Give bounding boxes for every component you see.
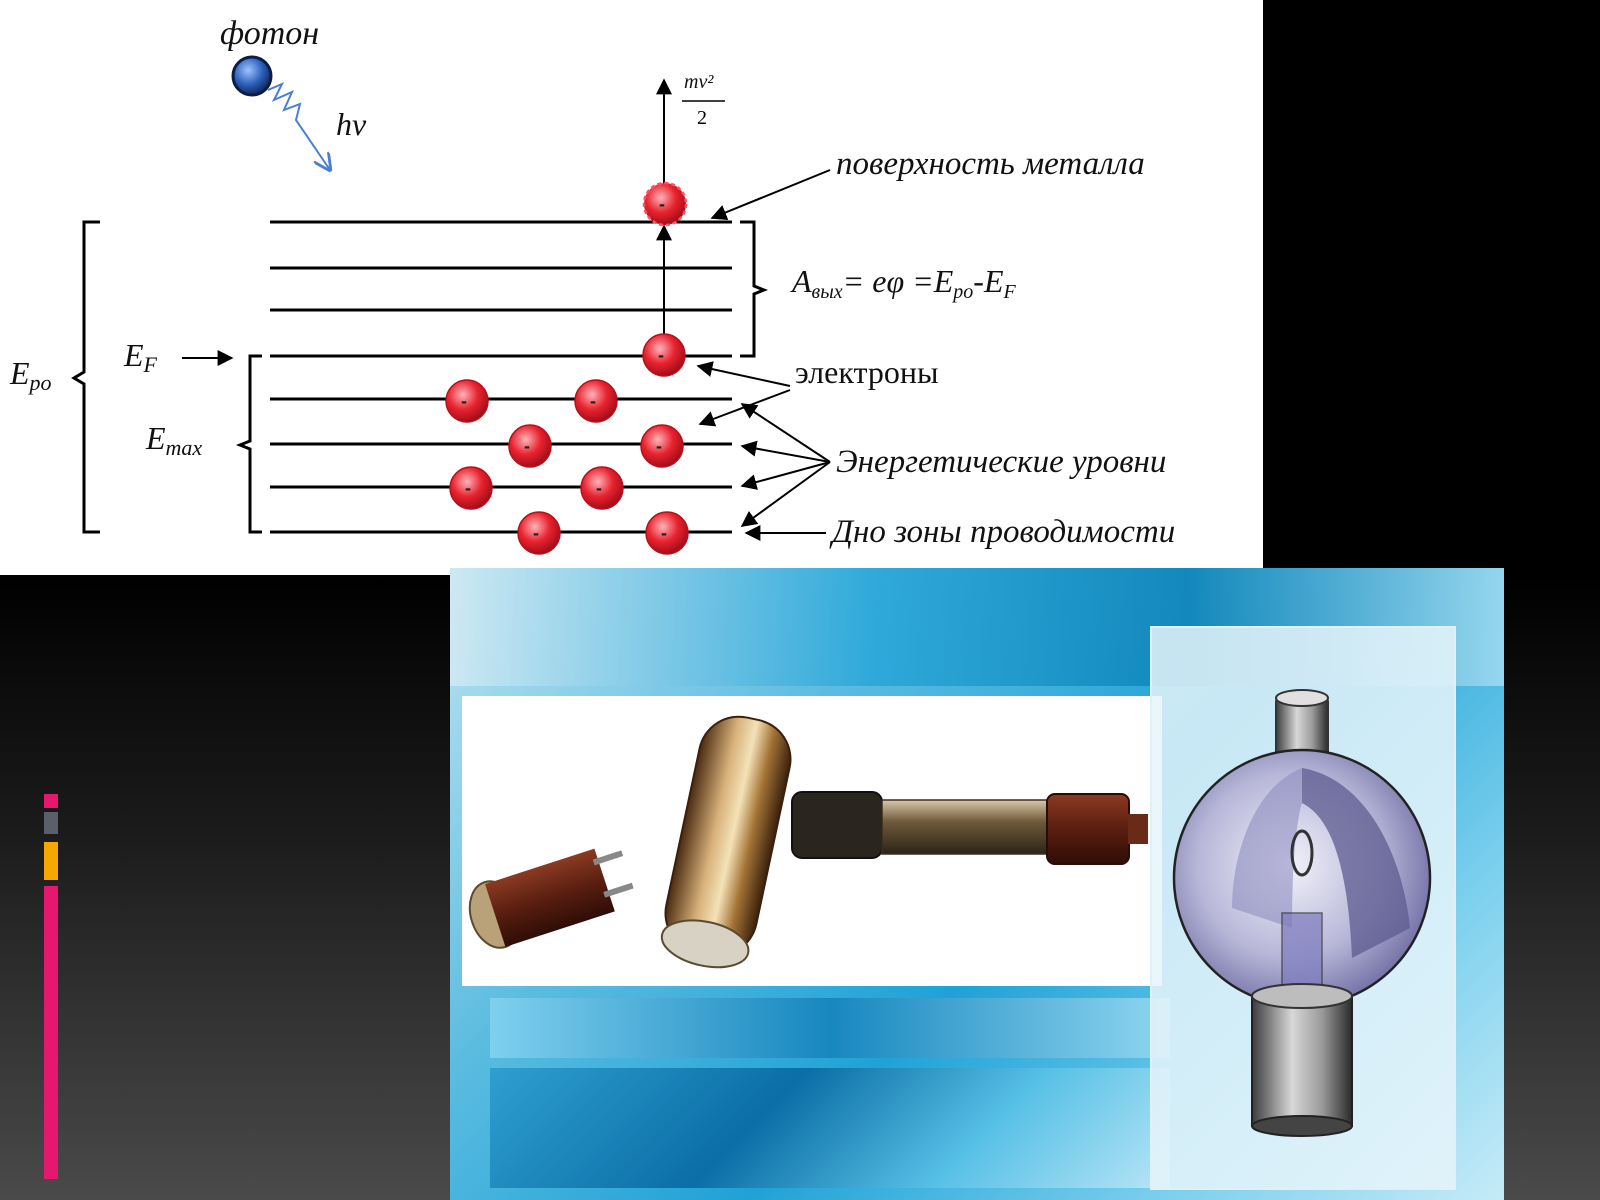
energy-levels-label: Энергетические уровни [836,444,1166,480]
escaping-electron-icon [642,181,688,227]
work-function-brace [740,220,769,358]
photon-icon [231,55,273,97]
svg-text:-: - [533,523,539,543]
epo-label: Epo [9,355,52,395]
svg-text:-: - [590,391,596,411]
svg-text:-: - [661,523,667,543]
photoeffect-diagram: фотон hν mv² 2 - - [0,0,1263,575]
electron-icon: - [517,511,561,555]
electron-icon: - [640,424,684,468]
tubes-strip [462,696,1162,986]
electrons-arrow [696,361,791,387]
work-function-formula: Aвых= eφ =Epo-EF [790,263,1017,303]
electron-icon: - [642,333,686,377]
electrons-label: электроны [795,354,938,390]
photon-label: фотон [220,15,319,52]
hv-label: hν [336,106,367,142]
vacuum-photocell-bulb-image [1172,689,1432,1137]
accent-pink-square [44,794,58,808]
metal-surface-arrow [710,169,831,220]
energy-levels-arrow [740,440,831,463]
svg-text:-: - [524,436,530,456]
accent-gray-square [44,812,58,834]
kinetic-denominator: 2 [697,107,707,129]
background-band [490,1068,1170,1188]
electron-icon: - [580,466,624,510]
electron-sign: - [659,194,665,214]
electron-icon: - [645,511,689,555]
ef-label: EF [123,337,158,377]
energy-levels-arrow [740,461,831,490]
accent-pink-bar [44,886,58,1179]
background-band [490,998,1170,1058]
svg-text:-: - [461,391,467,411]
metal-surface-label: поверхность металла [836,146,1145,182]
electron-icon: - [449,466,493,510]
electron-icon: - [508,424,552,468]
kinetic-numerator: mv² [684,71,714,93]
band-bottom-label: Дно зоны проводимости [829,514,1175,550]
emax-brace [235,354,262,534]
energy-levels-arrow [740,403,831,463]
photocell-photo [450,568,1504,1200]
svg-text:-: - [596,478,602,498]
accent-bar [44,794,58,1179]
svg-text:-: - [658,345,664,365]
energy-levels-arrow [740,461,831,527]
electron-icon: - [574,379,618,423]
emax-label: Emax [145,420,202,460]
photocell-tubes-image [468,715,1148,969]
energy-level-diagram: фотон hν mv² 2 - - [9,15,1175,555]
photon-wave-arrow [267,82,330,170]
photocell-bulb-frame [1150,626,1456,1190]
svg-text:-: - [465,478,471,498]
svg-text:-: - [656,436,662,456]
epo-brace [71,220,100,534]
accent-orange-block [44,842,58,880]
electron-icon: - [445,379,489,423]
